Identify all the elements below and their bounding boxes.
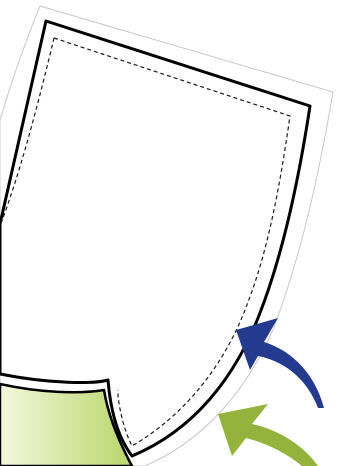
green-peel-arrow [218,404,318,466]
blue-peel-arrow [236,318,324,408]
